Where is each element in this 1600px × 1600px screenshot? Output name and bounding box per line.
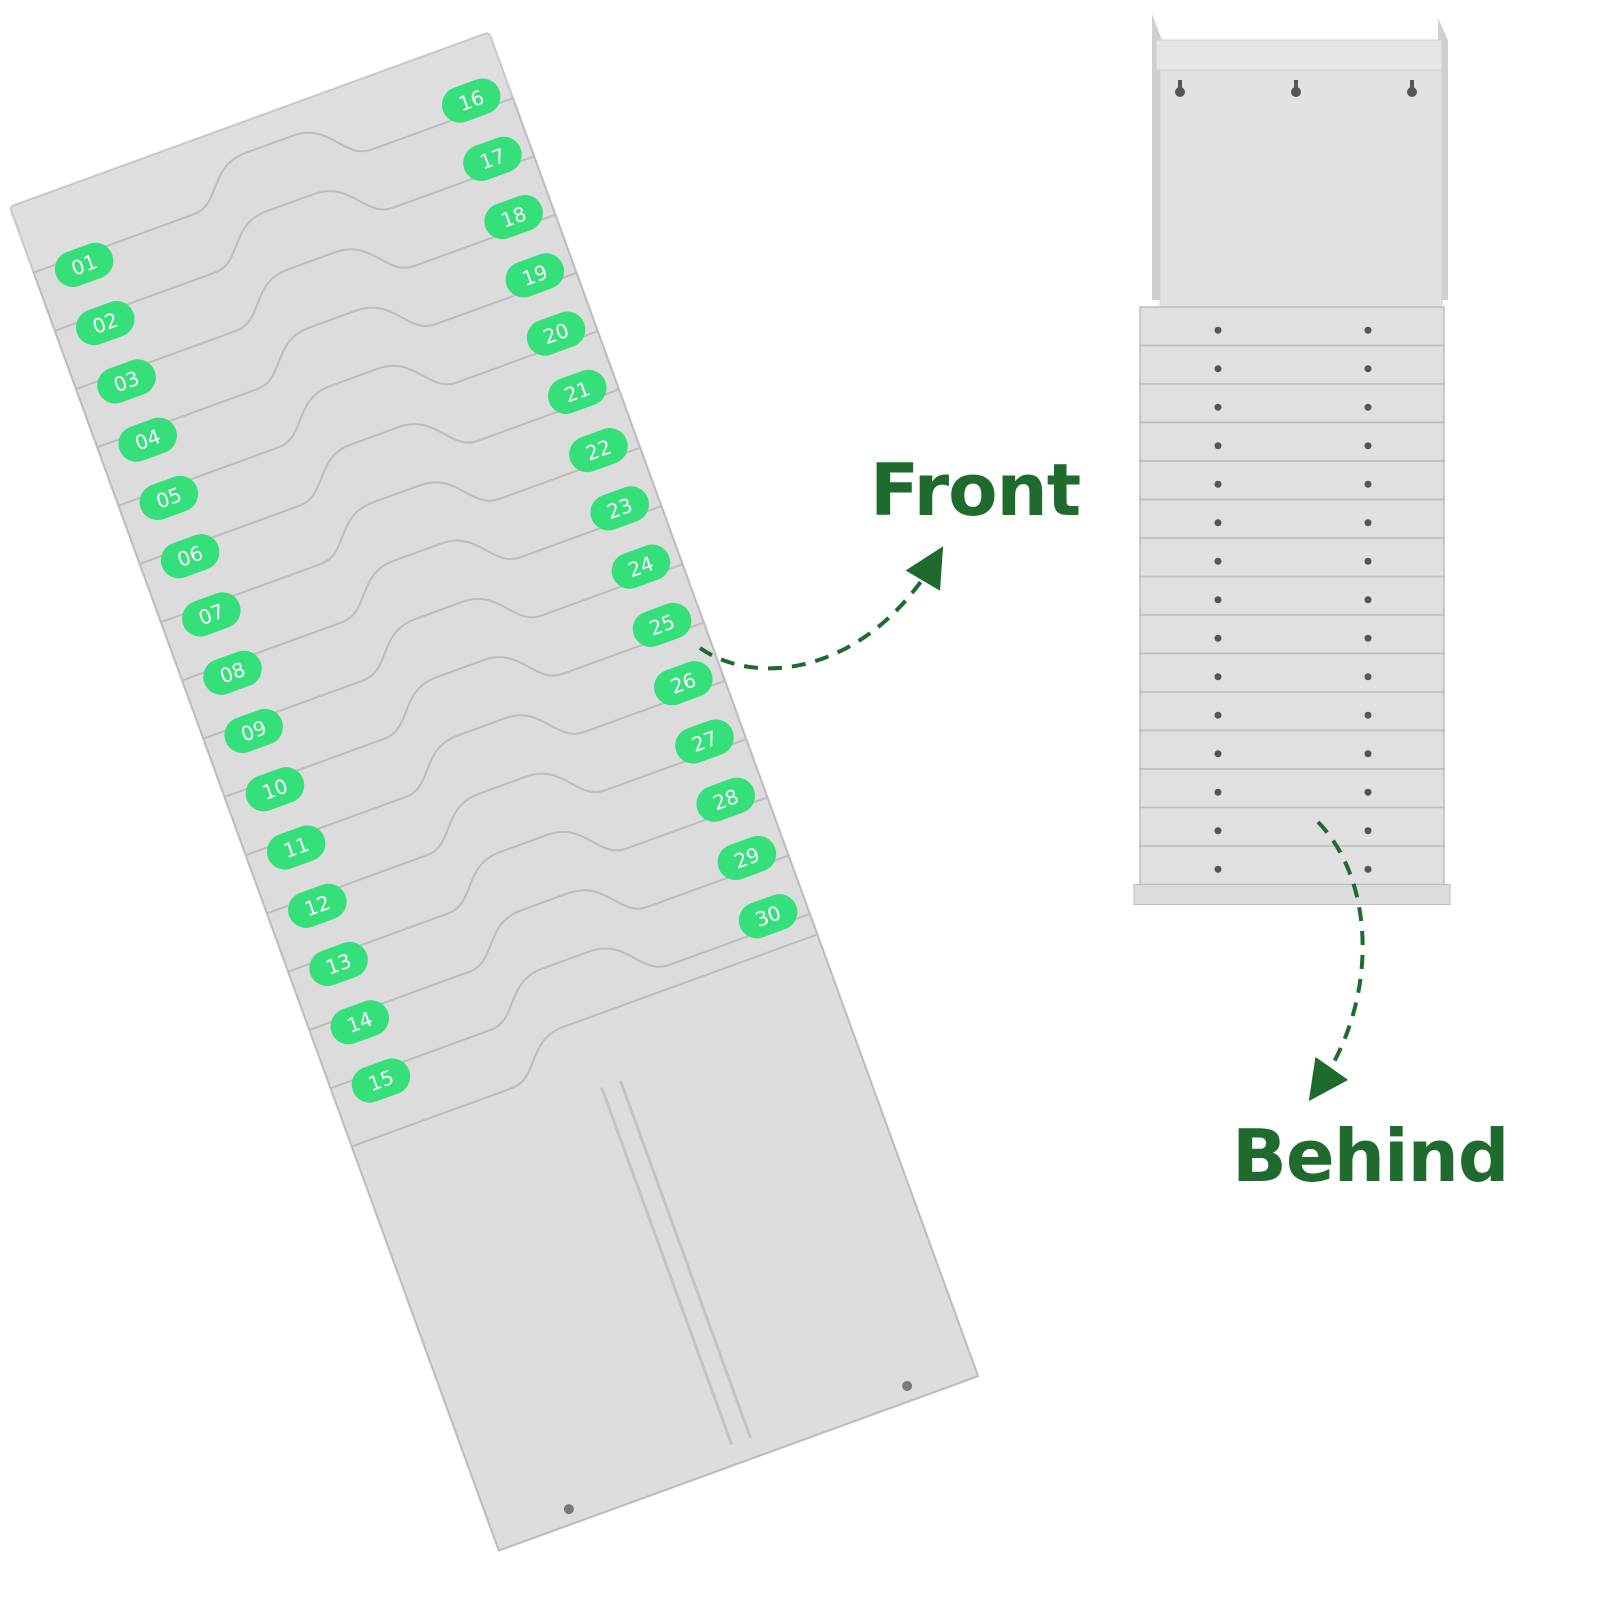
slot-tab-right — [675, 719, 734, 764]
back-bottom-lip — [1133, 884, 1451, 905]
back-pocket — [1139, 575, 1445, 616]
back-rivet — [1364, 788, 1372, 796]
back-pocket — [1139, 344, 1445, 385]
back-rivet — [1364, 557, 1372, 565]
slot-tab-left — [118, 417, 177, 462]
back-rivet — [1214, 827, 1222, 835]
back-rivet — [1214, 326, 1222, 334]
back-panel — [1159, 69, 1443, 311]
back-rack — [1133, 14, 1451, 905]
slot-tab-left — [266, 825, 326, 870]
back-rivet — [1214, 634, 1222, 642]
slot-tab-left — [160, 534, 220, 579]
back-pocket — [1139, 498, 1445, 539]
back-rivet — [1364, 827, 1372, 835]
back-rivet — [1364, 480, 1372, 488]
back-pocket — [1139, 383, 1445, 424]
slot-tab-left — [139, 475, 199, 521]
behind-label: Behind — [1232, 1114, 1509, 1198]
slot-tab-right — [526, 311, 586, 356]
keyhole-slot — [1410, 80, 1414, 92]
slot-tab-right — [696, 777, 755, 822]
back-pocket — [1139, 614, 1445, 655]
keyhole-slot — [1178, 80, 1182, 92]
slot-tab-left — [54, 242, 114, 287]
bottom-plate-rib — [600, 1086, 734, 1446]
slot-tab-right — [569, 428, 628, 473]
bottom-plate-rib — [619, 1080, 752, 1439]
back-rivet — [1364, 519, 1372, 527]
front-tabs: 0116021703180419052006210722082309241025… — [54, 78, 798, 1103]
slot-tab-right — [547, 369, 607, 414]
back-rivet — [1364, 865, 1372, 873]
back-rivet — [1214, 711, 1222, 719]
slot-tab-left — [97, 359, 156, 404]
mounting-hole — [563, 1504, 574, 1515]
back-pockets — [1133, 306, 1451, 905]
back-rivet — [1364, 750, 1372, 758]
slot-tab-right — [738, 894, 798, 939]
back-top-lip — [1155, 39, 1443, 71]
slot-tab-right — [590, 486, 649, 531]
slot-tab-left — [288, 883, 347, 928]
back-pocket — [1139, 306, 1445, 347]
front-rack: 0116021703180419052006210722082309241025… — [9, 32, 980, 1552]
back-pocket — [1139, 460, 1445, 501]
back-rivet — [1364, 634, 1372, 642]
bottom-plate — [350, 933, 980, 1552]
back-rivet — [1214, 750, 1222, 758]
back-pocket — [1139, 845, 1445, 886]
back-pocket — [1139, 768, 1445, 809]
slot-tab-left — [203, 650, 262, 695]
back-rivet — [1214, 519, 1222, 527]
slot-tab-left — [76, 301, 135, 346]
keyhole-slot — [1294, 80, 1298, 92]
slot-tab-right — [441, 78, 501, 123]
back-rivet — [1364, 326, 1372, 334]
back-pocket — [1139, 652, 1445, 693]
slot-tab-right — [484, 194, 543, 240]
slot-tab-left — [351, 1058, 411, 1103]
slot-tab-right — [505, 253, 565, 298]
back-pocket — [1139, 806, 1445, 847]
back-rivet — [1214, 596, 1222, 604]
slot-tab-right — [717, 835, 777, 881]
slot-tab-left — [224, 708, 284, 754]
back-rivet — [1364, 711, 1372, 719]
back-pocket — [1139, 691, 1445, 732]
back-rivet — [1214, 365, 1222, 373]
back-rivet — [1214, 865, 1222, 873]
back-rivet — [1364, 596, 1372, 604]
front-pockets — [32, 96, 980, 1552]
back-rivet — [1364, 442, 1372, 450]
back-pocket — [1139, 421, 1445, 462]
slot-tab-right — [611, 544, 671, 589]
back-rivet — [1214, 403, 1222, 411]
slot-tab-right — [632, 602, 692, 648]
back-rivet — [1214, 788, 1222, 796]
back-rivet — [1364, 403, 1372, 411]
back-rivet — [1364, 365, 1372, 373]
back-rivet — [1214, 480, 1222, 488]
back-pocket — [1139, 729, 1445, 770]
back-rivet — [1364, 673, 1372, 681]
slot-tab-left — [182, 592, 241, 637]
slot-tab-left — [245, 767, 305, 812]
slot-tab-left — [309, 941, 368, 987]
back-rivet — [1214, 673, 1222, 681]
back-keyholes — [1175, 80, 1417, 97]
front-pointer-arrow — [698, 546, 944, 671]
back-pocket — [1139, 537, 1445, 578]
behind-pointer-arrow — [1308, 820, 1365, 1102]
front-label: Front — [870, 448, 1081, 532]
slot-tab-left — [330, 1000, 390, 1045]
back-rivet — [1214, 557, 1222, 565]
slot-tab-right — [463, 136, 522, 181]
mounting-hole — [902, 1380, 913, 1391]
back-rivet — [1214, 442, 1222, 450]
slot-tab-right — [654, 661, 713, 706]
